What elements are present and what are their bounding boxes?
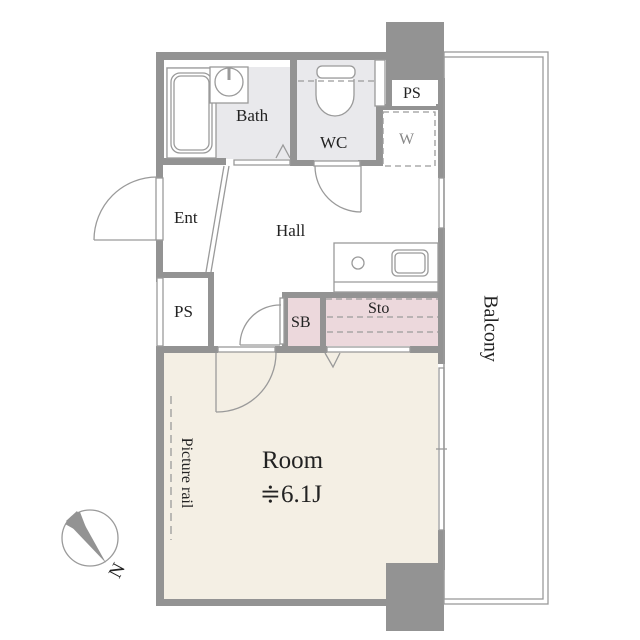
label-sb: SB <box>291 314 311 331</box>
label-bath: Bath <box>236 106 269 125</box>
wall-top <box>156 52 388 60</box>
sto-area <box>326 298 438 346</box>
wall-right-upper <box>438 78 445 178</box>
wall-ent-left-bottom <box>156 240 163 282</box>
label-w: W <box>399 131 415 148</box>
wall-sb-top <box>282 292 444 298</box>
pillar-top-right <box>386 22 444 80</box>
wall-sb-left <box>282 292 288 350</box>
label-ps-top: PS <box>403 85 421 102</box>
wall-wc-bottom-right <box>358 160 382 166</box>
wall-bath-bottom <box>156 158 226 165</box>
label-room: Room <box>262 447 324 474</box>
label-picture-rail: Picture rail <box>178 437 195 509</box>
wall-sb-sto <box>320 292 326 350</box>
label-ps-left: PS <box>174 302 193 321</box>
label-balcony: Balcony <box>479 295 502 362</box>
pillar-bottom-right <box>386 563 444 631</box>
label-hall: Hall <box>276 221 306 240</box>
wall-room-top-right <box>410 346 444 353</box>
room-area <box>164 352 438 599</box>
wall-ps-bottom <box>380 104 444 110</box>
wall-room-top-left <box>156 346 218 353</box>
wall-right-ps <box>386 78 392 108</box>
label-room-area: ≑6.1J <box>260 481 322 508</box>
wall-ent-left-top <box>156 164 163 178</box>
label-sto: Sto <box>368 300 390 317</box>
sb-area <box>288 298 320 346</box>
wall-room-left <box>156 346 164 606</box>
wall-ps-top <box>156 272 214 278</box>
wall-left-bath <box>156 52 164 164</box>
label-ent: Ent <box>174 208 198 227</box>
wall-wc-right <box>376 106 383 166</box>
wall-bath-wc <box>290 56 297 166</box>
wall-room-top-mid <box>275 346 327 353</box>
label-wc: WC <box>320 133 348 152</box>
wall-room-bottom <box>156 599 388 606</box>
wall-right-lower <box>438 530 445 570</box>
wall-wc-bottom <box>290 160 314 166</box>
wall-ps-right <box>208 272 214 352</box>
